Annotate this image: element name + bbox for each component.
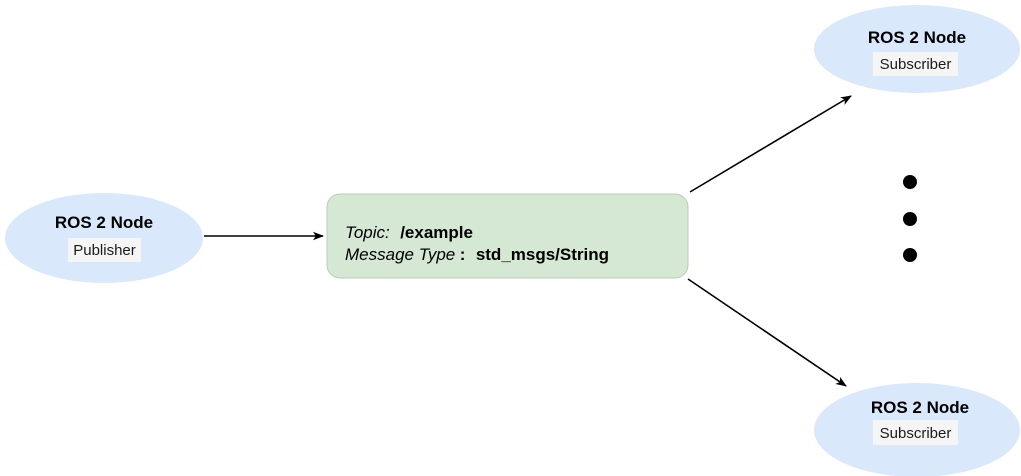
subscriber-bottom-title: ROS 2 Node [871,398,969,417]
subscriber-top-role-label: Subscriber [880,56,952,73]
publisher-role-chip [68,238,141,262]
subscriber-top-ellipse [814,5,1020,93]
topic-line-message-type: Message Type : std_msgs/String [345,245,609,264]
edge-topic-to-subscriber-top [689,95,852,193]
edge-topic-to-subscriber-bottom [687,278,847,387]
topic-box[interactable]: Topic: /example Message Type : std_msgs/… [326,193,689,279]
subscriber-top-role-chip [873,52,958,76]
subscriber-bottom-role-label: Subscriber [880,425,952,442]
publisher-node[interactable]: ROS 2 Node Publisher [5,193,203,283]
message-type-label-text: Message Type [345,245,455,264]
topic-value-text: /example [400,223,473,242]
topic-box-shape [326,193,689,279]
ellipsis-dot-1 [903,175,917,189]
publisher-node-title: ROS 2 Node [55,213,153,232]
subscriber-node-bottom[interactable]: ROS 2 Node Subscriber [814,383,1020,476]
subscriber-top-title: ROS 2 Node [868,28,966,47]
ellipsis-dot-2 [903,212,917,226]
subscriber-bottom-role-chip [873,420,958,445]
ellipsis-dot-3 [903,248,917,262]
topic-label-text: Topic: [345,223,390,242]
message-type-value-text: std_msgs/String [476,245,609,264]
publisher-role-label: Publisher [73,242,136,259]
subscriber-node-top[interactable]: ROS 2 Node Subscriber [814,5,1020,93]
subscribers-ellipsis [903,175,917,262]
message-type-colon: : [460,245,466,264]
topic-line-topic: Topic: /example [345,223,473,242]
